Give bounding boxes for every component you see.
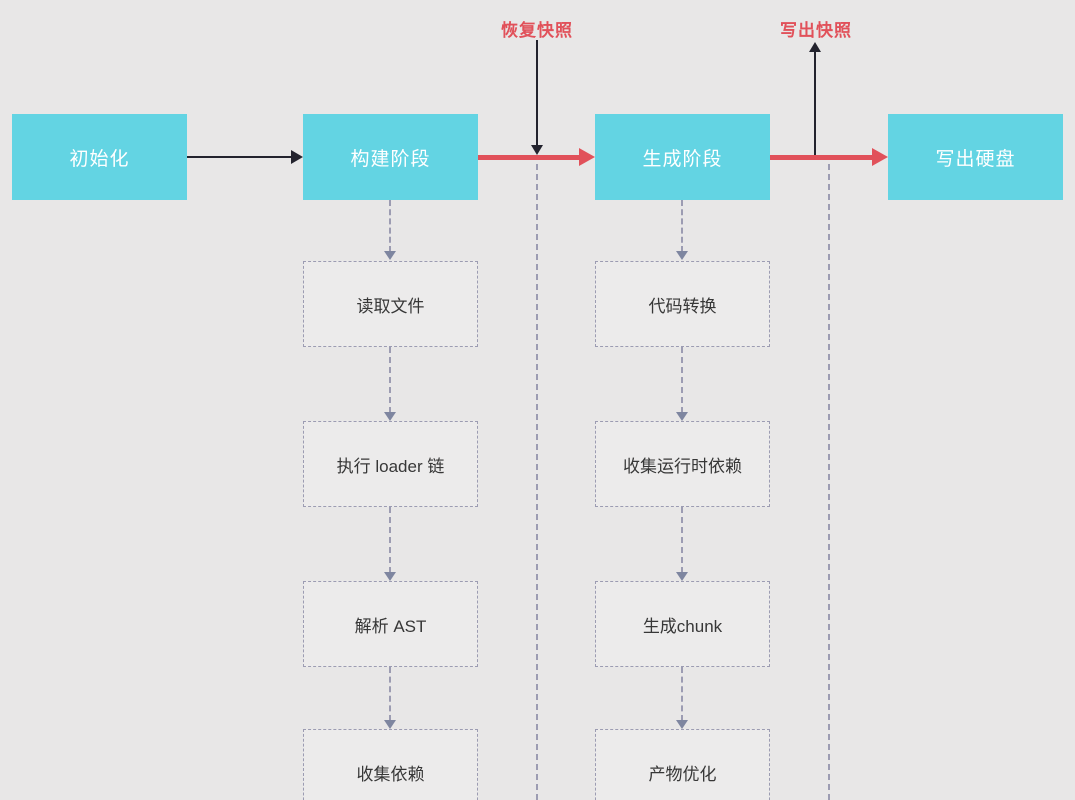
connector-line	[681, 667, 683, 721]
arrow-down-icon	[676, 720, 688, 729]
restore-snapshot-arrow-line	[536, 40, 538, 146]
connector-line	[389, 347, 391, 413]
connector-line	[389, 200, 391, 252]
arrow-down-icon	[676, 412, 688, 421]
init-to-build-arrow-line	[187, 156, 293, 158]
build-to-generate-arrow-line	[478, 155, 579, 160]
connector-line	[681, 200, 683, 252]
build-step-loader-chain: 执行 loader 链	[303, 421, 478, 507]
connector-line	[389, 507, 391, 573]
build-step-collect-deps: 收集依赖	[303, 729, 478, 800]
node-generate-phase: 生成阶段	[595, 114, 770, 200]
arrow-down-icon	[384, 572, 396, 581]
connector-line	[681, 507, 683, 573]
generate-step-make-chunk: 生成chunk	[595, 581, 770, 667]
arrow-down-icon	[384, 412, 396, 421]
generate-to-write-arrow-line	[770, 155, 872, 160]
write-snapshot-label: 写出快照	[780, 21, 852, 40]
arrow-down-icon	[531, 145, 543, 155]
build-step-parse-ast: 解析 AST	[303, 581, 478, 667]
generate-step-runtime-deps: 收集运行时依赖	[595, 421, 770, 507]
arrow-right-icon	[872, 148, 888, 166]
generate-step-code-transform: 代码转换	[595, 261, 770, 347]
arrow-down-icon	[384, 720, 396, 729]
write-snapshot-dashed-line	[828, 164, 830, 800]
arrow-down-icon	[676, 251, 688, 260]
write-snapshot-arrow-line	[814, 52, 816, 156]
node-init: 初始化	[12, 114, 187, 200]
node-build-phase: 构建阶段	[303, 114, 478, 200]
arrow-up-icon	[809, 42, 821, 52]
connector-line	[681, 347, 683, 413]
build-step-read-files: 读取文件	[303, 261, 478, 347]
arrow-down-icon	[384, 251, 396, 260]
restore-snapshot-label: 恢复快照	[501, 21, 573, 40]
connector-line	[389, 667, 391, 721]
restore-snapshot-dashed-line	[536, 164, 538, 800]
arrow-right-icon	[579, 148, 595, 166]
node-write-disk: 写出硬盘	[888, 114, 1063, 200]
generate-step-optimize-output: 产物优化	[595, 729, 770, 800]
arrow-right-icon	[291, 150, 303, 164]
arrow-down-icon	[676, 572, 688, 581]
